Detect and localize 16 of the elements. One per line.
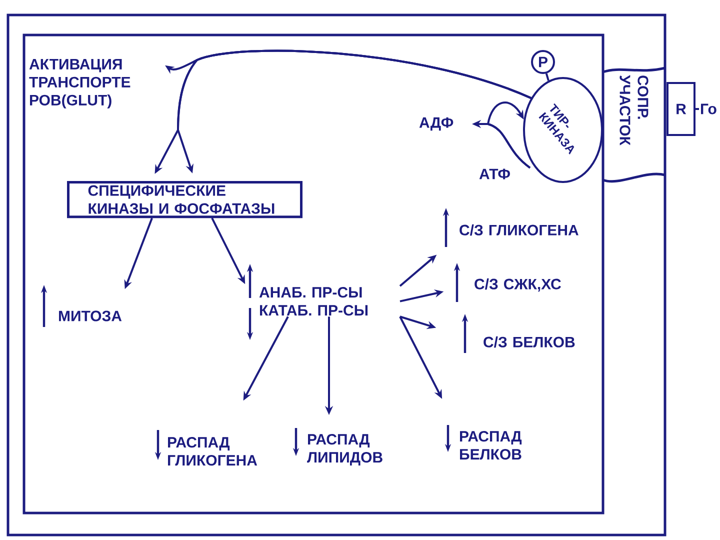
- label-text: РАСПАД БЕЛКОВ: [460, 431, 522, 460]
- receptor-box: R: [666, 82, 696, 136]
- label-text: С/З БЕЛКОВ: [484, 336, 575, 348]
- label-text: МИТОЗА: [59, 310, 122, 322]
- label-text: С/З ГЛИКОГЕНА: [460, 224, 578, 236]
- label-text: АТФ: [479, 168, 510, 180]
- label-text: АДФ: [419, 117, 454, 131]
- label-text: РАСПАД ЛИПИДОВ: [307, 434, 382, 466]
- arrow: [487, 102, 531, 169]
- label-text: С/З СЖК,ХС: [474, 278, 561, 292]
- label-text: Го: [701, 104, 716, 114]
- membrane-region-label: СОПР. УЧАСТОК: [620, 75, 648, 146]
- label-text: АКТИВАЦИЯ ТРАНСПОРТЕ РОВ(GLUT): [29, 59, 130, 108]
- process-box: СПЕЦИФИЧЕСКИЕ КИНАЗЫ И ФОСФАТАЗЫ: [67, 181, 302, 218]
- label-text: АНАБ. ПР-СЫ КАТАБ. ПР-СЫ: [259, 287, 368, 316]
- label-text: РАСПАД ГЛИКОГЕНА: [168, 437, 258, 466]
